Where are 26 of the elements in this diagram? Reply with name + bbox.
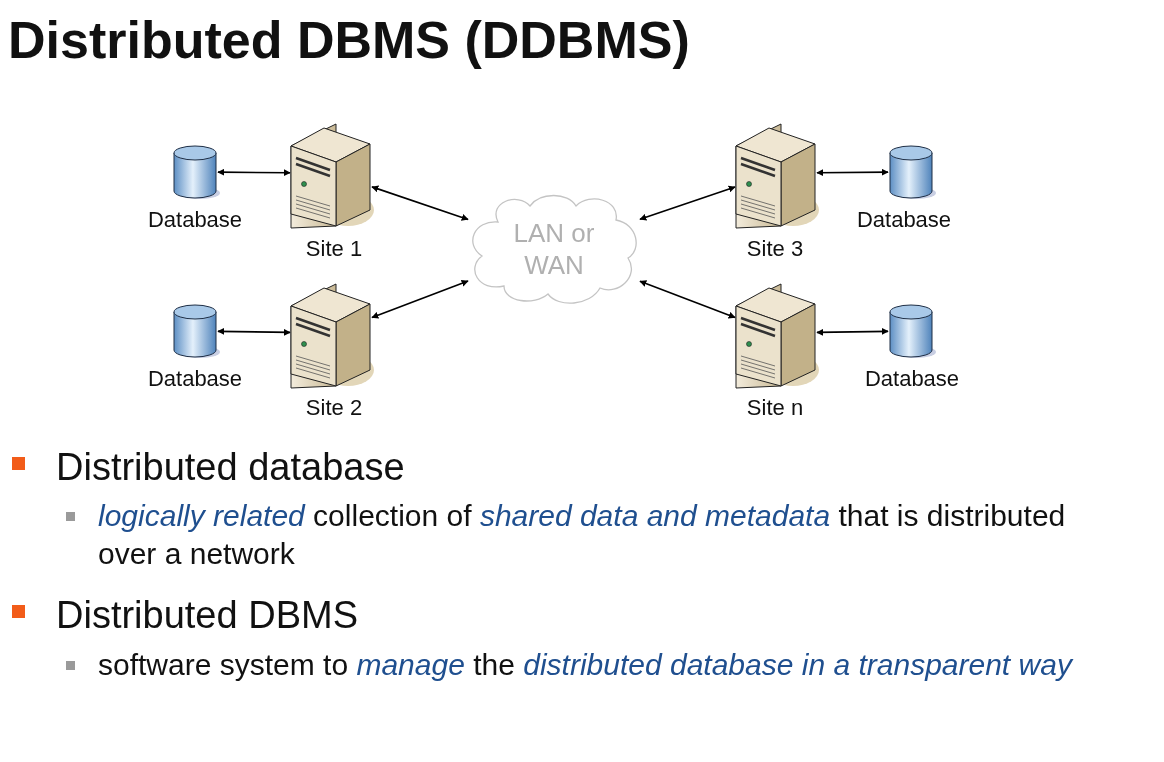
database-cylinder (172, 144, 218, 200)
database-cylinder (888, 144, 934, 200)
sub-bullet-text: software system to manage the distributed database in a transparent way (98, 647, 1075, 683)
bullet-text: Distributed database (56, 446, 406, 488)
node-caption: Site 2 (305, 395, 363, 422)
node-caption: Site 1 (305, 236, 363, 263)
double-arrow (371, 280, 469, 319)
node-caption: Database (147, 366, 243, 393)
double-arrow (816, 327, 889, 336)
sub-bullet-text: logically related collection of shared data and metadata that is distributed over a network (98, 498, 1067, 572)
double-arrow (371, 185, 469, 221)
node-caption: Database (856, 207, 952, 234)
double-arrow (816, 168, 889, 177)
database-cylinder (888, 303, 934, 359)
cloud-label: LAN or WAN (512, 216, 596, 281)
double-arrow (217, 327, 291, 336)
node-caption: Site n (746, 395, 804, 422)
double-arrow (639, 280, 736, 319)
node-caption: Database (147, 207, 243, 234)
double-arrow (217, 168, 291, 177)
bullet-text: Distributed DBMS (56, 594, 359, 636)
slide-title: Distributed DBMS (DDBMS) (8, 12, 690, 70)
node-caption: Site 3 (746, 236, 804, 263)
database-cylinder (172, 303, 218, 359)
node-caption: Database (864, 366, 960, 393)
double-arrow (639, 185, 736, 221)
